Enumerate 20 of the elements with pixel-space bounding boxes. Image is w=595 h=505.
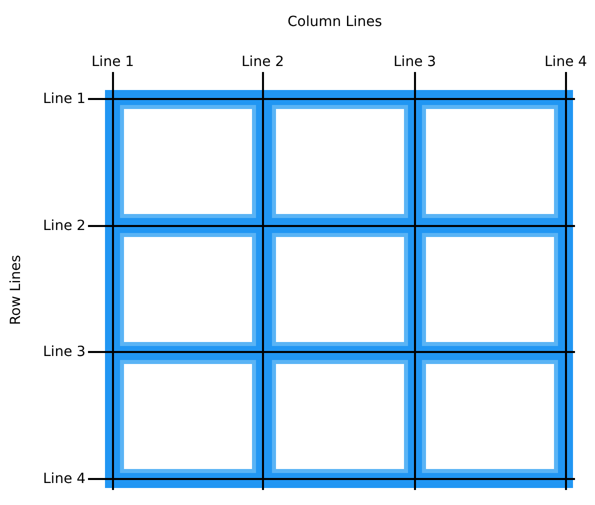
grid-cell (272, 360, 408, 473)
grid-cell (120, 233, 256, 346)
grid-cell (272, 233, 408, 346)
line-label: Line 4 (43, 471, 86, 487)
line-label: Line 1 (92, 54, 134, 70)
grid-cell (120, 360, 256, 473)
grid-container (105, 90, 573, 488)
axis-title: Column Lines (288, 14, 382, 30)
grid-cell (422, 360, 558, 473)
line-label: Line 2 (242, 54, 284, 70)
grid-cell (272, 105, 408, 218)
axis-title: Row Lines (8, 254, 24, 326)
grid-cell (422, 233, 558, 346)
line-label: Line 4 (544, 54, 588, 70)
line-label: Line 3 (43, 344, 86, 360)
line-label: Line 3 (394, 54, 436, 70)
line-label: Line 2 (43, 218, 86, 234)
grid-cell (120, 105, 256, 218)
line-label: Line 1 (43, 91, 86, 107)
grid-cell (422, 105, 558, 218)
